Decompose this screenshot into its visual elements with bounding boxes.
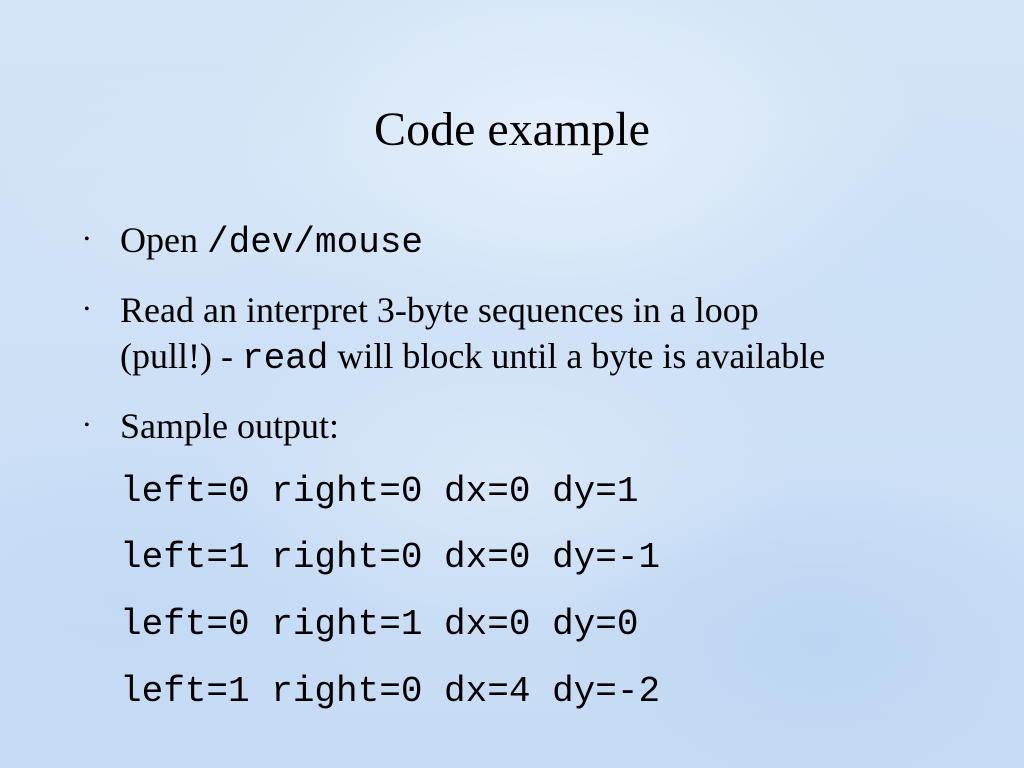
code-line: left=1 right=0 dx=0 dy=-1 [120,537,661,578]
bullet-text: will block until a byte is available [328,336,826,376]
bullet-text: Read an interpret 3-byte sequences in a … [120,290,759,330]
bullet-icon: • [84,231,90,248]
inline-code: /dev/mouse [206,222,424,263]
code-line: left=1 right=0 dx=4 dy=-2 [120,671,661,712]
code-line: left=0 right=1 dx=0 dy=0 [120,604,639,645]
code-line: left=0 right=0 dx=0 dy=1 [120,471,639,512]
bullet-text: Sample output: [120,406,339,446]
slide-title: Code example [374,103,650,156]
bullet-text: (pull!) - [120,336,242,376]
bullet-text: Open [120,220,207,260]
inline-code: read [241,338,329,379]
bullet-icon: • [84,417,90,434]
bullet-icon: • [84,301,90,318]
